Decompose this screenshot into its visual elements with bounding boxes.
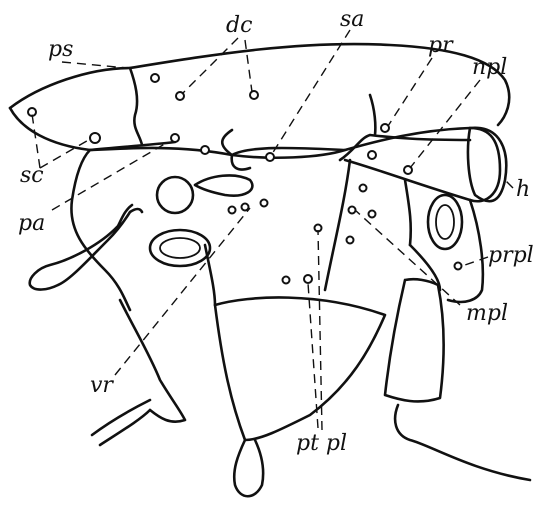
pleural-suture (325, 160, 411, 290)
label-vr: vr (90, 373, 114, 398)
mesothoracic-spiracle-inner (160, 238, 200, 258)
front-lobe (222, 130, 232, 155)
leader-h (505, 180, 513, 188)
leader-ptpl (308, 230, 322, 430)
label-ptpl: pt pl (296, 431, 347, 456)
leader-vr (115, 208, 250, 375)
coxa-mid-joint (234, 440, 263, 496)
label-pa: pa (18, 211, 45, 236)
leader-dc-right (245, 40, 252, 92)
leader-sa (272, 30, 350, 154)
label-prpl: prpl (488, 243, 534, 268)
leader-mpl (355, 210, 460, 305)
fore-leg (92, 400, 150, 445)
metathoracic-spiracle-inner (436, 205, 454, 239)
wing-base-process (195, 175, 252, 195)
leader-npl (410, 80, 480, 168)
sclerite-divisions (232, 135, 470, 169)
hind-leg (395, 405, 530, 480)
label-mpl: mpl (466, 301, 508, 326)
hind-pleuron-edge (410, 200, 483, 302)
mesothoracic-spiracle (150, 230, 210, 266)
leader-dc-left (182, 38, 238, 94)
label-ps: ps (48, 37, 73, 62)
label-sc: sc (20, 163, 44, 188)
label-dc: dc (226, 13, 252, 38)
fore-coxa (120, 300, 185, 422)
spiracle-disc (157, 177, 193, 213)
leader-prpl (462, 257, 488, 266)
anterior-pleuron (71, 150, 130, 310)
label-h: h (516, 177, 530, 202)
coxa-mid (215, 297, 385, 440)
metathoracic-spiracle (428, 195, 462, 249)
pleural-ridge (370, 95, 375, 135)
leader-ps (62, 62, 128, 68)
leader-pa (52, 142, 168, 210)
label-sa: sa (340, 7, 364, 32)
leader-pr (388, 58, 432, 126)
coxa-hind (385, 279, 444, 401)
label-npl: npl (472, 55, 507, 80)
label-pr: pr (428, 33, 454, 58)
